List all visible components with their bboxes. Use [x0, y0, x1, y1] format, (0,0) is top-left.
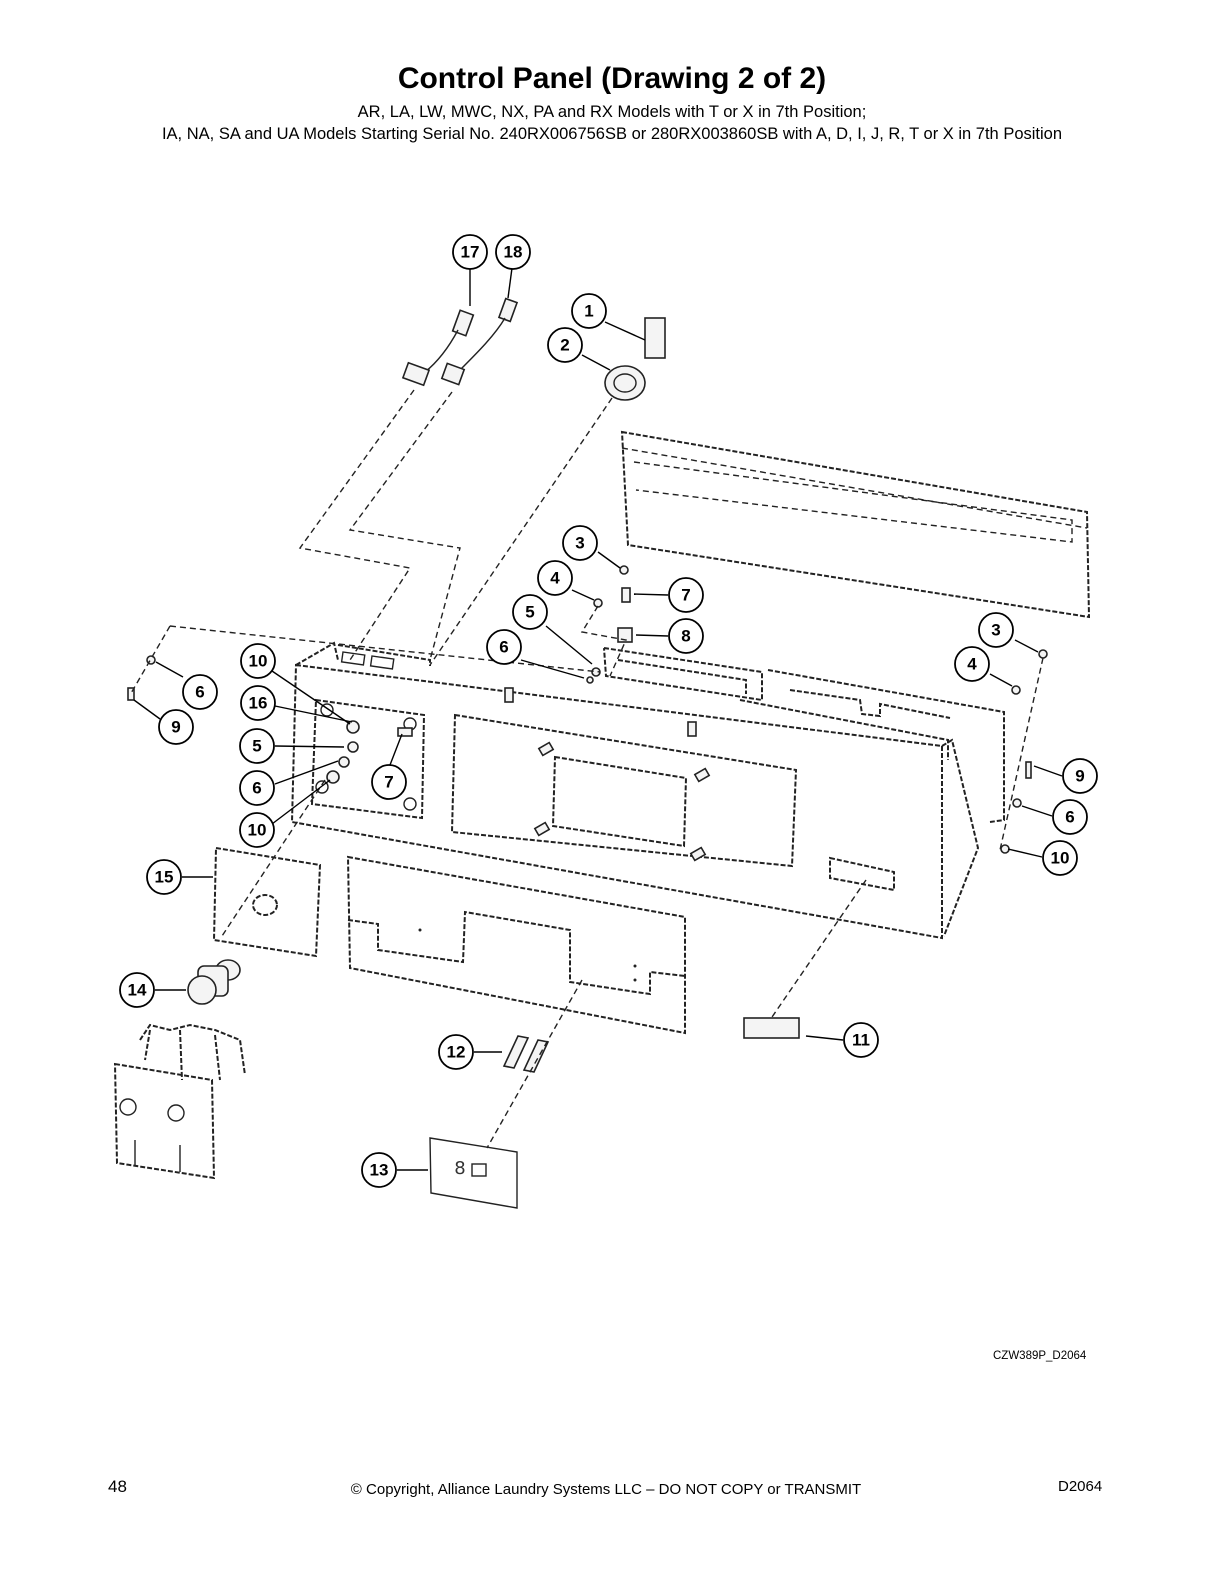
part-15-mounting-plate [212, 846, 322, 958]
callout-4: 4 [954, 646, 990, 682]
copyright-notice: © Copyright, Alliance Laundry Systems LL… [350, 1481, 862, 1498]
callout-6: 6 [486, 629, 522, 665]
callout-9: 9 [158, 709, 194, 745]
svg-text:6: 6 [499, 638, 508, 657]
coin-mechanism [113, 1023, 246, 1180]
svg-text:17: 17 [461, 243, 480, 262]
assembly-lines [129, 389, 1044, 1149]
callout-17: 17 [452, 234, 488, 270]
part-12-buttons [502, 1035, 550, 1073]
callout-5: 5 [239, 728, 275, 764]
callout-13: 13 [361, 1152, 397, 1188]
parts-1-2-switch [604, 317, 666, 401]
svg-text:12: 12 [447, 1043, 466, 1062]
callout-3: 3 [562, 525, 598, 561]
callout-8: 8 [668, 618, 704, 654]
callout-12: 12 [438, 1034, 474, 1070]
callout-11: 11 [843, 1022, 879, 1058]
parts-17-18-harness [401, 297, 519, 387]
callout-16: 16 [240, 685, 276, 721]
callout-7: 7 [668, 577, 704, 613]
svg-text:7: 7 [681, 586, 690, 605]
svg-text:7: 7 [384, 773, 393, 792]
svg-text:10: 10 [248, 821, 267, 840]
svg-text:8: 8 [681, 627, 690, 646]
svg-text:8: 8 [454, 1158, 465, 1179]
drawing-id: CZW389P_D2064 [993, 1350, 1087, 1362]
callout-6: 6 [239, 770, 275, 806]
callout-18: 18 [495, 234, 531, 270]
callout-3: 3 [978, 612, 1014, 648]
page-number: 48 [108, 1477, 127, 1496]
svg-text:2: 2 [560, 336, 569, 355]
svg-text:6: 6 [195, 683, 204, 702]
callout-7: 7 [371, 764, 407, 800]
callout-5: 5 [512, 594, 548, 630]
model-applicability-line-2: IA, NA, SA and UA Models Starting Serial… [161, 125, 1063, 143]
page-title: Control Panel (Drawing 2 of 2) [397, 62, 827, 95]
svg-text:10: 10 [1051, 849, 1070, 868]
part-14-knob [187, 959, 241, 1005]
svg-text:6: 6 [252, 779, 261, 798]
document-code: D2064 [1058, 1478, 1103, 1495]
svg-text:3: 3 [575, 534, 584, 553]
callout-leaders [133, 267, 1063, 1171]
callout-14: 14 [119, 972, 155, 1008]
svg-text:16: 16 [249, 694, 268, 713]
callout-6: 6 [182, 674, 218, 710]
model-applicability-line-1: AR, LA, LW, MWC, NX, PA and RX Models wi… [357, 103, 867, 121]
svg-text:5: 5 [525, 603, 534, 622]
callout-10: 10 [240, 643, 276, 679]
callout-1: 1 [571, 293, 607, 329]
part-13-decal: 8 [429, 1137, 518, 1209]
svg-text:13: 13 [370, 1161, 389, 1180]
callout-2: 2 [547, 327, 583, 363]
svg-text:6: 6 [1065, 808, 1074, 827]
part-11-label [743, 1017, 800, 1039]
svg-text:9: 9 [171, 718, 180, 737]
callout-10: 10 [1042, 840, 1078, 876]
rear-cover-panel [620, 430, 1091, 619]
svg-text:11: 11 [852, 1031, 870, 1050]
callout-10: 10 [239, 812, 275, 848]
svg-text:1: 1 [584, 302, 593, 321]
svg-text:14: 14 [128, 981, 147, 1000]
svg-text:18: 18 [504, 243, 523, 262]
svg-text:5: 5 [252, 737, 261, 756]
callout-6: 6 [1052, 799, 1088, 835]
callout-9: 9 [1062, 758, 1098, 794]
svg-text:15: 15 [155, 868, 174, 887]
svg-text:9: 9 [1075, 767, 1084, 786]
svg-text:4: 4 [550, 569, 560, 588]
callout-15: 15 [146, 859, 182, 895]
svg-text:10: 10 [249, 652, 268, 671]
svg-text:4: 4 [967, 655, 977, 674]
front-overlay-panel [346, 855, 686, 1035]
svg-text:3: 3 [991, 621, 1000, 640]
control-console-body [290, 641, 1005, 940]
callout-4: 4 [537, 560, 573, 596]
